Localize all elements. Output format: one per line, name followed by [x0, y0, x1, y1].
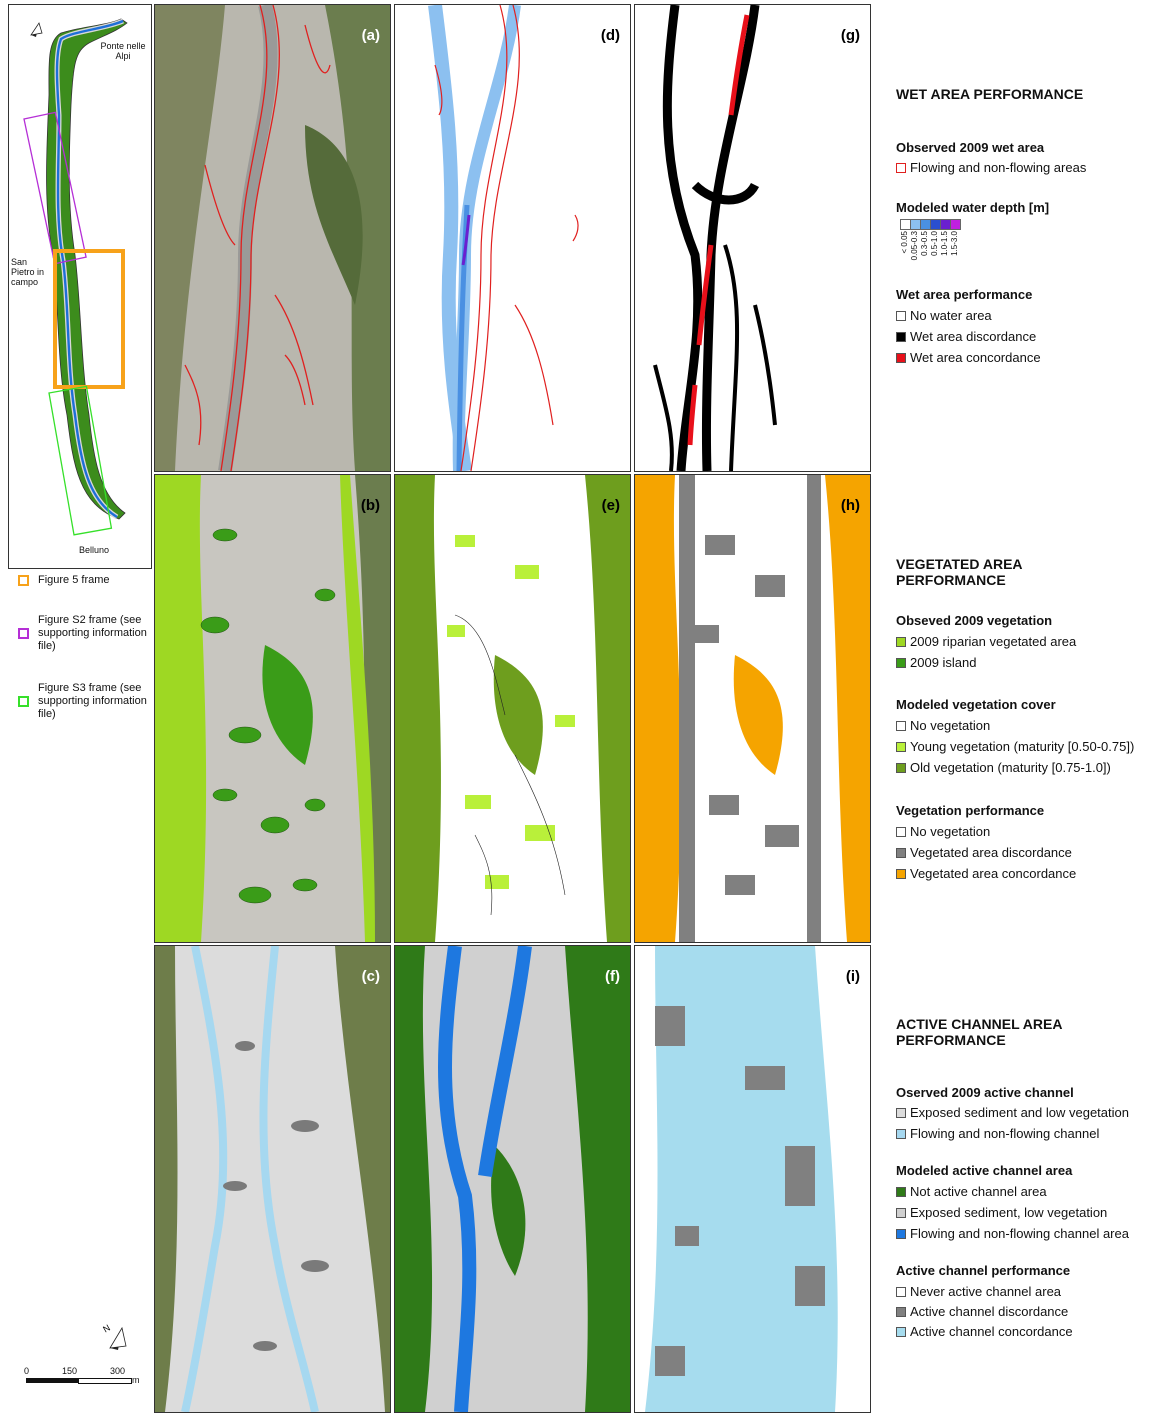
- active-modeled-title: Modeled active channel area: [896, 1163, 1073, 1178]
- wet-observed-title: Observed 2009 wet area: [896, 140, 1045, 155]
- active-perf-item: Never active channel area: [896, 1284, 1061, 1299]
- wet-perf-item: No water area: [896, 308, 992, 323]
- panel-label-a: (a): [361, 27, 380, 44]
- panel-label-e: (e): [601, 497, 620, 514]
- active-observed-item: Flowing and non-flowing channel: [896, 1126, 1099, 1141]
- veg-perf-item: Vegetated area discordance: [896, 845, 1072, 860]
- veg-observed-item: 2009 riparian vegetated area: [896, 634, 1076, 649]
- purple-frame-swatch: [18, 628, 29, 639]
- green-frame-swatch: [18, 696, 29, 707]
- wet-perf-item: Wet area discordance: [896, 329, 1036, 344]
- panel-label-f: (f): [605, 968, 620, 985]
- active-modeled-item: Not active channel area: [896, 1184, 1047, 1199]
- veg-perf-title: Vegetation performance: [896, 803, 1045, 818]
- panel-f-active-modeled: (f): [394, 945, 631, 1413]
- veg-modeled-title: Modeled vegetation cover: [896, 697, 1056, 712]
- panel-c-active-observed: (c): [154, 945, 391, 1413]
- active-observed-title: Oserved 2009 active channel: [896, 1085, 1074, 1100]
- active-modeled-item: Flowing and non-flowing channel area: [896, 1226, 1129, 1241]
- veg-observed-item: 2009 island: [896, 655, 977, 670]
- north-letter: N: [101, 1323, 112, 1335]
- panel-i-active-performance: (i): [634, 945, 871, 1413]
- panel-d-wet-modeled: (d): [394, 4, 631, 472]
- veg-perf-item: No vegetation: [896, 824, 990, 839]
- overview-map: Ponte nelle Alpi San Pietro in campo Bel…: [8, 4, 152, 569]
- orange-frame-swatch: [18, 575, 29, 586]
- active-legend-title: ACTIVE CHANNEL AREA PERFORMANCE: [896, 1016, 1062, 1048]
- place-label-top: Ponte nelle Alpi: [100, 41, 146, 61]
- panel-label-b: (b): [360, 497, 380, 514]
- veg-modeled-item: Young vegetation (maturity [0.50-0.75]): [896, 739, 1134, 754]
- panel-label-c: (c): [361, 968, 380, 985]
- wet-perf-item: Wet area concordance: [896, 350, 1041, 365]
- wet-observed-item: Flowing and non-flowing areas: [896, 160, 1086, 175]
- panel-b-veg-observed: (b): [154, 474, 391, 943]
- panel-label-i: (i): [845, 968, 860, 985]
- north-arrow-icon: N: [101, 1323, 127, 1350]
- north-arrow-icon: [30, 22, 43, 37]
- active-perf-title: Active channel performance: [896, 1263, 1071, 1278]
- veg-modeled-item: No vegetation: [896, 718, 990, 733]
- panel-g-wet-performance: (g): [634, 4, 871, 472]
- veg-legend-title: VEGETATED AREA PERFORMANCE: [896, 556, 1023, 588]
- veg-observed-title: Obseved 2009 vegetation: [896, 613, 1053, 628]
- active-perf-item: Active channel discordance: [896, 1304, 1068, 1319]
- panel-e-veg-modeled: (e): [394, 474, 631, 943]
- veg-modeled-item: Old vegetation (maturity [0.75-1.0]): [896, 760, 1111, 775]
- depth-color-ramp: [900, 217, 961, 230]
- wet-depth-title: Modeled water depth [m]: [896, 200, 1050, 215]
- place-label-mid: San Pietro in campo: [11, 257, 45, 287]
- wet-perf-title: Wet area performance: [896, 287, 1033, 302]
- panel-h-veg-performance: (h): [634, 474, 871, 943]
- active-observed-item: Exposed sediment and low vegetation: [896, 1105, 1129, 1120]
- panel-a-wet-observed: (a): [154, 4, 391, 472]
- panel-label-d: (d): [600, 27, 620, 44]
- panel-label-h: (h): [840, 497, 860, 514]
- red-outline-swatch: [896, 163, 906, 173]
- active-perf-item: Active channel concordance: [896, 1324, 1073, 1339]
- overview-river-svg: [23, 18, 128, 536]
- panel-label-g: (g): [840, 27, 860, 44]
- active-modeled-item: Exposed sediment, low vegetation: [896, 1205, 1107, 1220]
- wet-legend-title: WET AREA PERFORMANCE: [896, 86, 1084, 102]
- place-label-bottom: Belluno: [79, 545, 110, 555]
- veg-perf-item: Vegetated area concordance: [896, 866, 1076, 881]
